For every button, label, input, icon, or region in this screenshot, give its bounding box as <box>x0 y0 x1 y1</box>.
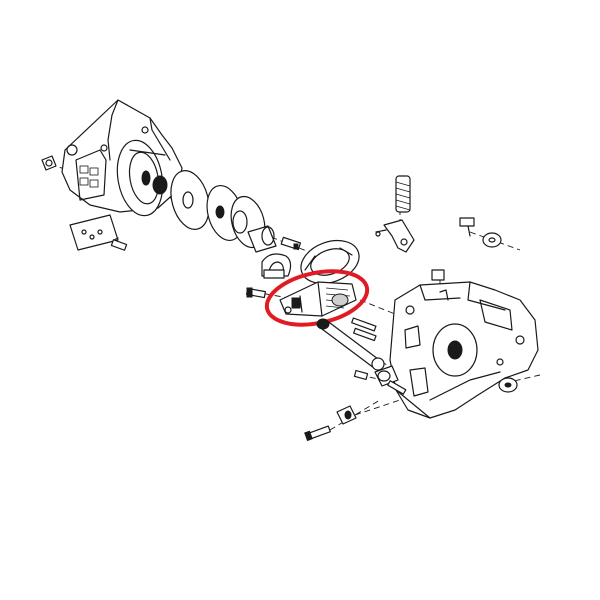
bushing-right <box>498 377 518 393</box>
bolt-lower <box>304 425 331 442</box>
disc-1 <box>152 170 210 230</box>
bolt-left <box>41 155 57 171</box>
nut-right <box>431 269 445 281</box>
mounting-plate <box>69 214 119 251</box>
screw-lower-1 <box>353 369 369 381</box>
crankcase <box>389 281 539 419</box>
sprocket-hub <box>247 225 277 253</box>
sleeve-lower <box>336 405 357 425</box>
pin-lower <box>387 380 407 395</box>
bolt-pump <box>246 287 266 299</box>
spring <box>395 175 411 213</box>
oil-pump-assembly <box>279 281 357 317</box>
screw-left <box>110 237 128 251</box>
bolt-right <box>459 217 475 237</box>
pin-small <box>280 236 302 251</box>
lever-arm <box>375 219 415 253</box>
cap-fitting <box>374 365 399 387</box>
drive-shaft <box>316 318 385 371</box>
washer-right <box>482 232 502 248</box>
clutch-drum <box>116 139 166 217</box>
spring-clip <box>261 253 292 279</box>
adjuster-screws <box>351 317 377 342</box>
